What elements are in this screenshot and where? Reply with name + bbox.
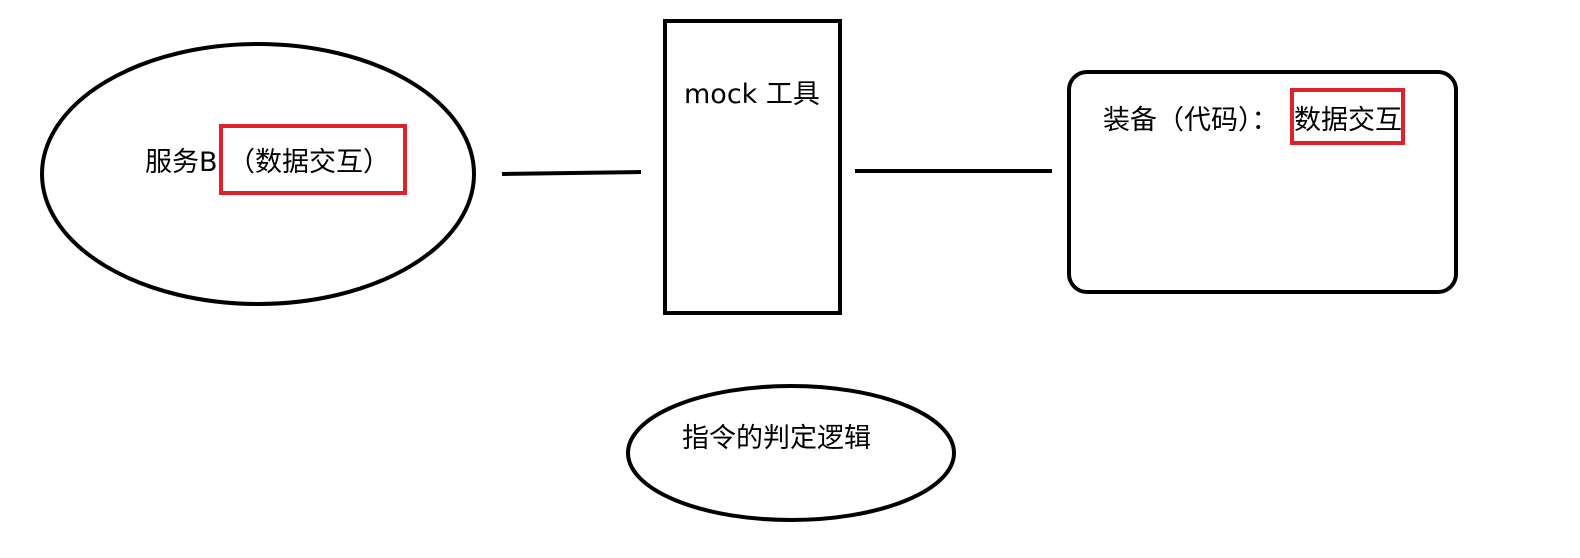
mock-tool-node: mock 工具 <box>663 19 842 315</box>
equipment-box <box>1067 70 1458 294</box>
service-b-ellipse <box>40 42 476 306</box>
equipment-node: 装备（代码）： 数据交互 <box>1067 70 1458 294</box>
mock-tool-label: mock 工具 <box>684 79 820 110</box>
mock-tool-box <box>663 19 842 315</box>
service-b-node: 服务B （数据交互） <box>40 42 476 306</box>
command-logic-label: 指令的判定逻辑 <box>682 423 871 454</box>
connector-service-b-mock <box>501 170 642 176</box>
service-b-label: 服务B <box>145 147 218 178</box>
service-b-highlight-label: （数据交互） <box>228 147 390 178</box>
service-b-highlight-box <box>219 124 407 195</box>
command-logic-ellipse <box>626 384 956 522</box>
equipment-highlight-box <box>1290 88 1405 145</box>
command-logic-node: 指令的判定逻辑 <box>626 384 956 522</box>
equipment-label: 装备（代码）： <box>1103 105 1279 136</box>
equipment-highlight-label: 数据交互 <box>1294 105 1402 136</box>
